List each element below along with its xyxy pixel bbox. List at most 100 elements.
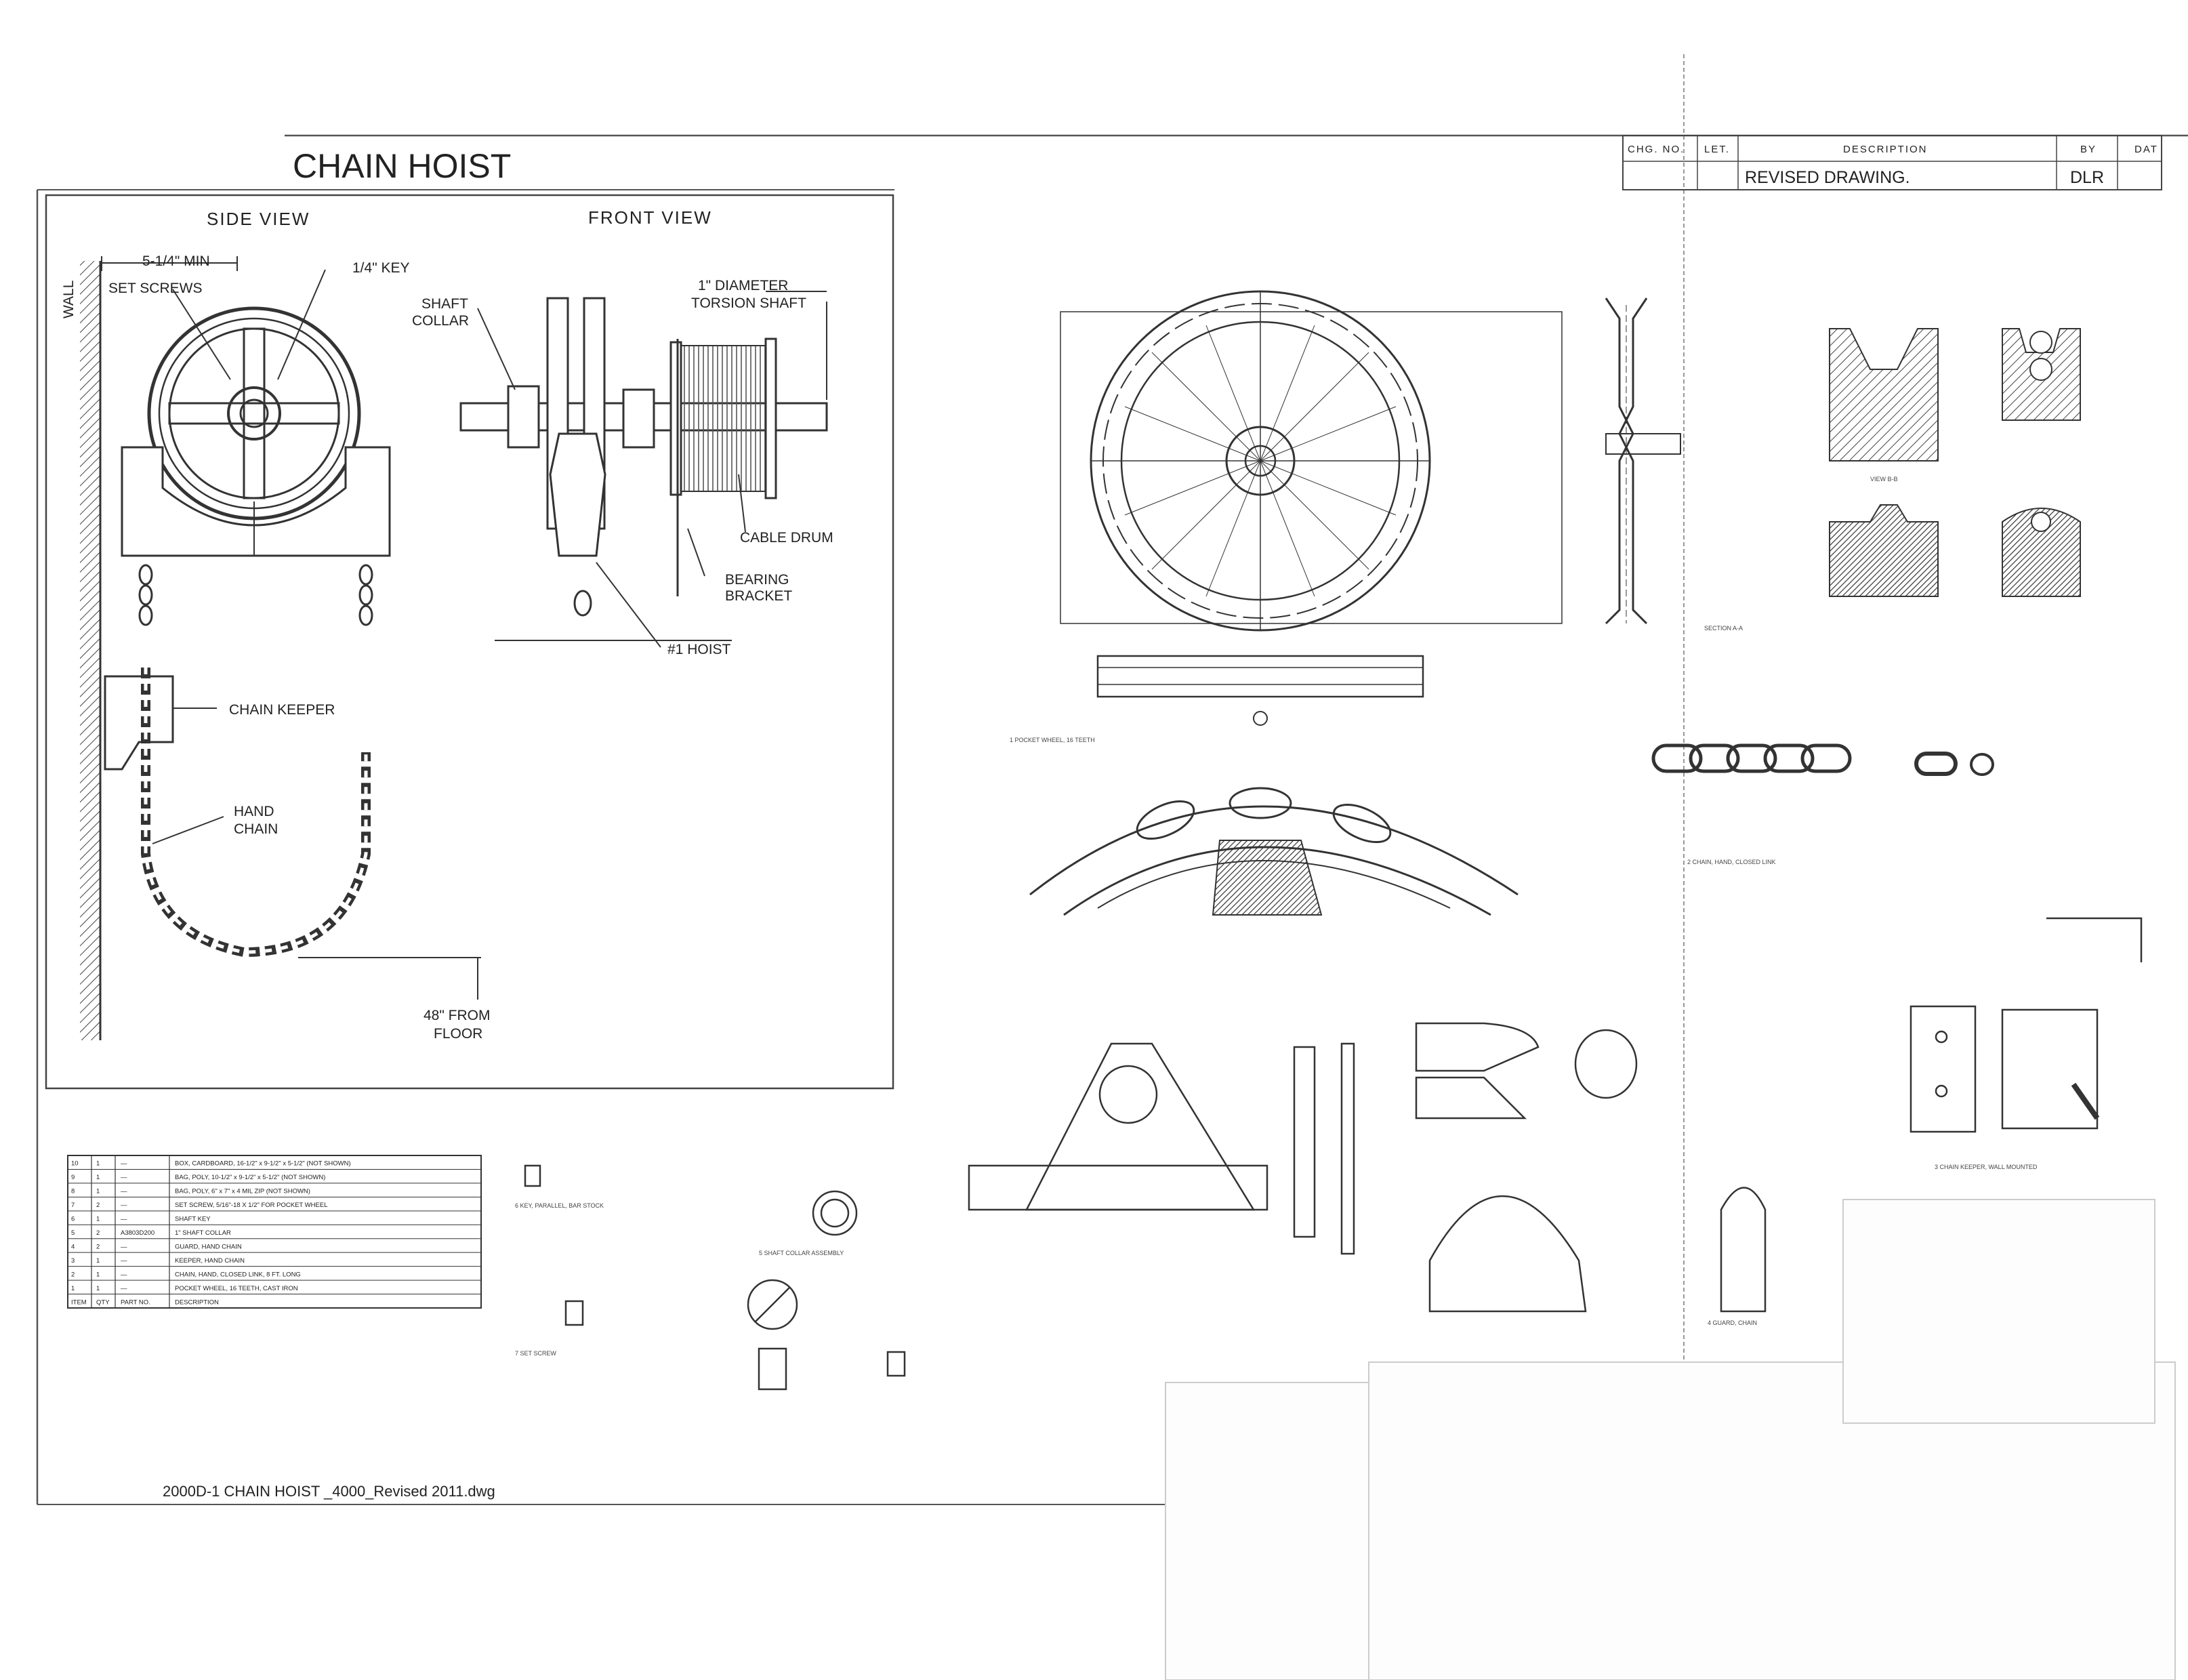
bom-cell-part: — [121,1257,127,1265]
bom-cell-desc: POCKET WHEEL, 16 TEETH, CAST IRON [175,1285,298,1292]
hand-chain-leader [152,816,224,844]
bom-cell-item: 10 [71,1160,79,1168]
side-view-pocket-wheel [121,306,391,557]
section-aa-label: SECTION A-A [1704,625,1743,632]
from-floor-label-2: FLOOR [434,1026,482,1042]
bom-cell-qty: 1 [96,1285,100,1292]
bom-cell-qty: 1 [96,1271,100,1278]
pasted-paper-patches [1165,1199,2176,1680]
bom-cell-item: 7 [71,1202,75,1209]
bearing-bracket-detail [968,1042,1355,1255]
from-floor-label-1: 48" FROM [424,1008,490,1023]
min-clearance-label: 5-1/4" MIN [142,253,210,269]
bom-cell-part: — [121,1243,127,1250]
file-name: 2000D-1 CHAIN HOIST _4000_Revised 2011.d… [163,1483,495,1500]
bill-of-materials: 10 1 — BOX, CARDBOARD, 16-1/2" x 9-1/2" x 5… [67,1155,482,1309]
small-parts-details [524,1164,906,1391]
side-view-dimensions [101,256,326,380]
bom-cell-part: — [121,1285,127,1292]
view-bb-label: VIEW B-B [1870,476,1898,483]
bom-row-lines [68,1168,481,1295]
bom-cell-qty: 2 [96,1202,100,1209]
bearing-bracket-label-1: BEARING [725,572,789,588]
bom-cell-item: 3 [71,1257,75,1265]
bom-cell-desc: SHAFT KEY [175,1216,211,1223]
pocket-wheel-arc-section [1029,787,1519,916]
bom-cell-qty: 2 [96,1229,100,1237]
key-title: 6 KEY, PARALLEL, BAR STOCK [515,1202,604,1209]
pocket-wheel-title: 1 POCKET WHEEL, 16 TEETH [1010,737,1095,743]
bom-cell-qty: 1 [96,1160,100,1168]
bom-cell-item: 1 [71,1285,75,1292]
bom-cell-desc: BAG, POLY, 10-1/2" x 9-1/2" x 5-1/2" (NO… [175,1174,325,1181]
side-view-title: SIDE VIEW [207,209,310,229]
chain-guard-details [1415,1022,1767,1313]
bom-cell-part: PART NO. [121,1298,150,1306]
wall: WALL [61,261,102,1040]
guard-title: 4 GUARD, CHAIN [1708,1319,1757,1326]
set-screws-label: SET SCREWS [108,281,202,296]
bom-cell-item: 2 [71,1271,75,1278]
shaft-collar-title: 5 SHAFT COLLAR ASSEMBLY [759,1250,844,1256]
bom-cell-part: — [121,1202,127,1209]
hoist-label: #1 HOIST [667,642,731,657]
bom-cell-item: 6 [71,1216,75,1223]
bom-cell-part: — [121,1216,127,1223]
bom-cell-part: A3803D200 [121,1229,154,1237]
bom-cell-qty: 1 [96,1174,100,1181]
bom-cell-desc: BOX, CARDBOARD, 16-1/2" x 9-1/2" x 5-1/2… [175,1160,351,1168]
bom-cell-desc: BAG, POLY, 6" x 7" x 4 MIL ZIP (NOT SHOW… [175,1188,310,1195]
bom-cell-item: 5 [71,1229,75,1237]
bom-cell-part: — [121,1188,127,1195]
bom-cell-part: — [121,1271,127,1278]
side-view-chains [138,564,373,626]
page-title: CHAIN HOIST [293,147,511,185]
front-view-title: FRONT VIEW [588,207,712,228]
bom-cell-desc: 1" SHAFT COLLAR [175,1229,231,1237]
chain-link-detail [1651,743,1994,776]
hand-chain-inner [144,668,368,954]
pocket-wheel-detail [1060,290,1563,726]
bom-cell-desc: DESCRIPTION [175,1298,219,1306]
rev-description: REVISED DRAWING. [1745,168,1910,187]
bom-cell-item: 9 [71,1174,75,1181]
bom-cell-desc: KEEPER, HAND CHAIN [175,1257,245,1265]
hand-chain-label-2: CHAIN [234,821,278,837]
chain-link-title: 2 CHAIN, HAND, CLOSED LINK [1687,859,1776,865]
bom-cell-qty: 1 [96,1188,100,1195]
tooth-profile-views [1829,328,2081,597]
bom-cell-qty: 1 [96,1216,100,1223]
bearing-bracket-label-2: BRACKET [725,588,792,604]
bom-cell-desc: GUARD, HAND CHAIN [175,1243,242,1250]
wheel-section-view [1605,298,1681,625]
rev-header-let: LET. [1704,144,1730,155]
cable-drum-label: CABLE DRUM [740,530,833,546]
chain-keeper-label: CHAIN KEEPER [229,702,335,718]
rev-header-chg-no: CHG. NO. [1628,144,1685,155]
chain-keeper-detail [1910,917,2143,1133]
bom-cell-desc: CHAIN, HAND, CLOSED LINK, 8 FT. LONG [175,1271,301,1278]
chain-keeper-title: 3 CHAIN KEEPER, WALL MOUNTED [1935,1164,2038,1170]
rev-header-description: DESCRIPTION [1843,144,1928,155]
floor-dimension [298,957,481,1000]
bom-cell-qty: 1 [96,1257,100,1265]
bom-cell-part: — [121,1174,127,1181]
shaft-collar-label-2: COLLAR [412,313,469,329]
key-label: 1/4" KEY [352,260,410,276]
bom-cell-item: ITEM [71,1298,87,1306]
assembly-panel [45,194,894,1090]
shaft-collar-label-1: SHAFT [421,296,468,312]
bom-cell-item: 4 [71,1243,75,1250]
torsion-shaft-label-2: TORSION SHAFT [691,295,806,311]
bom-cell-part: — [121,1160,127,1168]
rev-header-by: BY [2080,144,2097,155]
bom-cell-qty: QTY [96,1298,110,1306]
set-screw-title: 7 SET SCREW [515,1350,556,1357]
hand-chain-label-1: HAND [234,804,274,819]
chain-keeper [104,675,217,771]
revision-block: CHG. NO. LET. DESCRIPTION BY DAT REVISED… [1622,135,2162,190]
bom-rows: 10 1 — BOX, CARDBOARD, 16-1/2" x 9-1/2" x 5… [71,1160,351,1307]
bom-cell-qty: 2 [96,1243,100,1250]
rev-header-date: DAT [2134,144,2158,155]
